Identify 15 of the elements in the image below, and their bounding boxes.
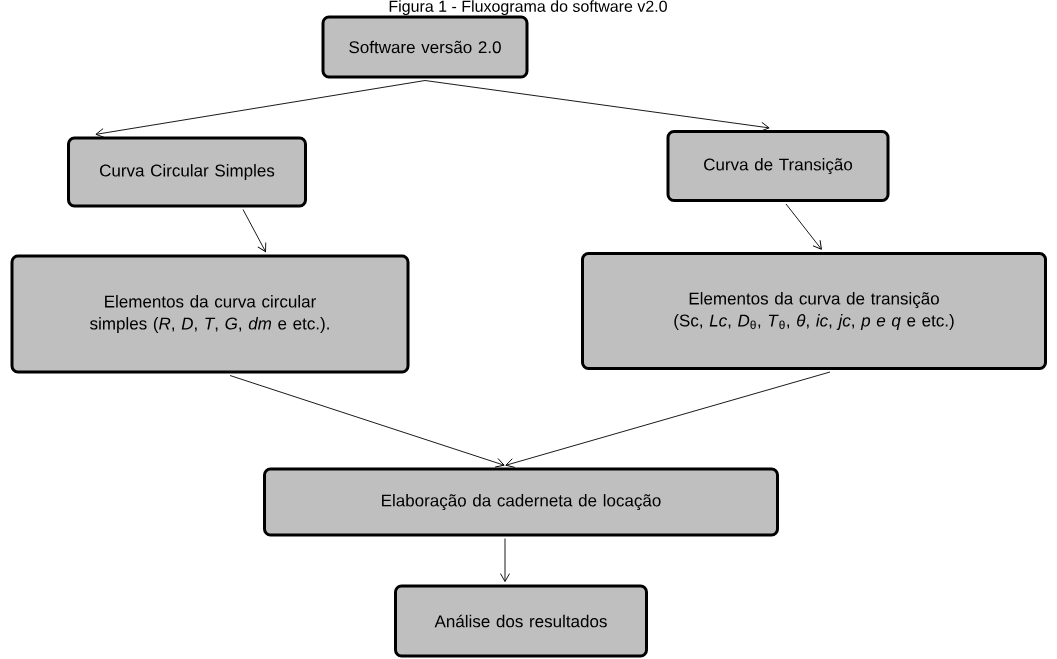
process-box: Elementos da curva de transição (Sc, Lc, D$_{θ}$, T$_{θ}$, θ, ic, jc, p e q e etc.) [581,252,1047,370]
process-box: Elementos da curva circular simples (R, D, T, G, dm e etc.). [10,254,410,374]
arrow [242,209,267,253]
arrow [229,375,505,468]
arrow [505,371,831,468]
arrow [95,80,426,138]
arrow [785,203,822,250]
figure-title: Figura 1 - Fluxograma do software v2.0 [389,0,667,16]
process-box: Elaboração da caderneta de locação [263,467,779,537]
arrow [424,80,770,132]
process-box: Curva Circular Simples [67,136,307,208]
arrow [500,538,510,583]
process-box: Curva de Transição [666,130,890,202]
process-box: Análise dos resultados [394,584,648,658]
process-box: Software versão 2.0 [321,15,529,79]
